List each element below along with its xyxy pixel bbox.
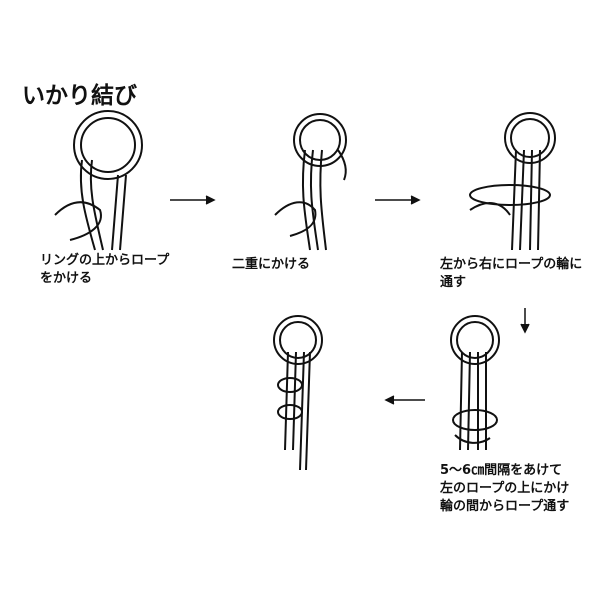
step-1-illustration (54, 110, 143, 251)
step-1-caption: リングの上からロープ をかける (40, 252, 169, 288)
caption-line: 輪の間からロープ通す (440, 499, 570, 514)
step-3-caption: 左から右にロープの輪に 通す (440, 256, 582, 292)
caption-line: 通す (440, 275, 467, 290)
caption-line: 左のロープの上にかけ (440, 481, 570, 496)
arrow-right-icon (375, 195, 421, 205)
step-3-illustration (469, 112, 556, 251)
arrow-right-icon (170, 195, 216, 205)
caption-line: 5～6㎝間隔をあけて (440, 463, 563, 478)
caption-line: をかける (40, 271, 93, 286)
diagram-title: いかり結び (22, 83, 137, 109)
arrows (170, 195, 530, 405)
step-5-illustration (273, 315, 323, 471)
caption-line: 左から右にロープの輪に (440, 257, 583, 272)
caption-line: 二重にかける (232, 257, 311, 272)
step-2-illustration (274, 113, 347, 251)
arrow-down-icon (520, 308, 530, 334)
step-4-caption: 5～6㎝間隔をあけて 左のロープの上にかけ 輪の間からロープ通す (440, 462, 569, 516)
caption-line: リングの上からロープ (40, 253, 170, 268)
step-2-caption: 二重にかける (232, 256, 310, 274)
arrow-left-icon (384, 395, 425, 405)
step-4-illustration (450, 315, 500, 451)
